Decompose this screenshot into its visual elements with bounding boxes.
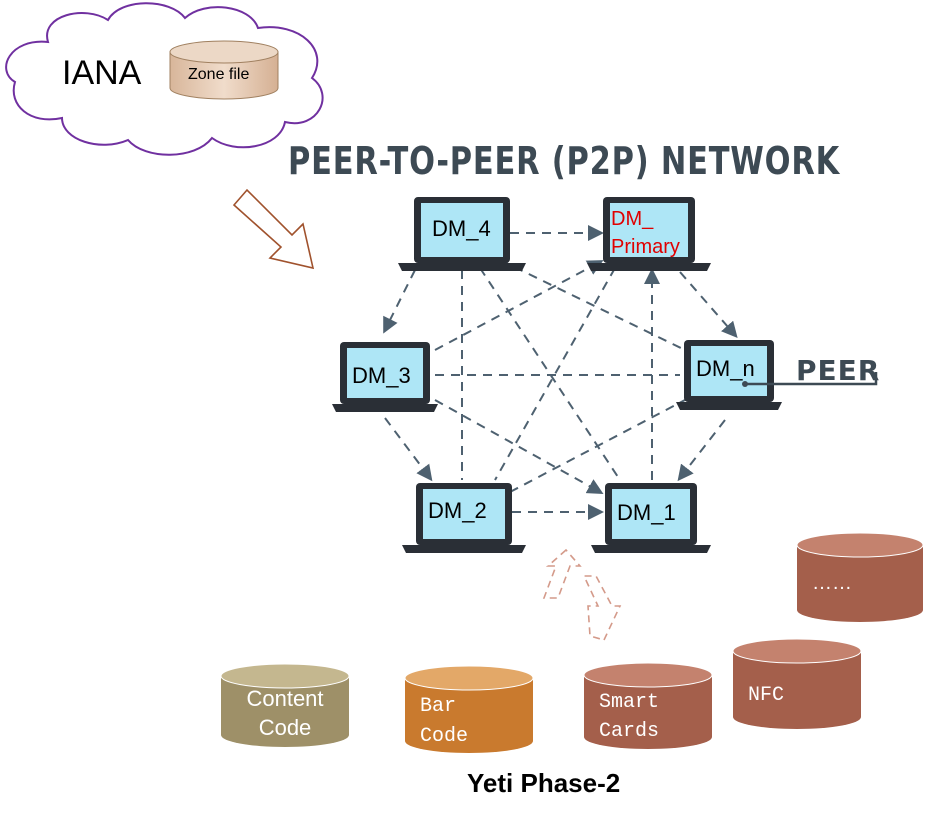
zone-file-label: Zone file xyxy=(188,66,249,83)
dm3-label: DM_3 xyxy=(352,363,411,388)
smart-cards-label-line2: Cards xyxy=(599,720,659,743)
hollow-arrow-icon xyxy=(232,188,315,270)
network-title: PEER-TO-PEER (P2P) NETWORK xyxy=(288,139,840,183)
bar-code-label-line2: Code xyxy=(420,725,468,748)
smart-cards-database: Smart Cards xyxy=(583,662,713,749)
iana-label: IANA xyxy=(62,54,142,92)
p2p-links xyxy=(383,225,738,520)
bar-code-label-line1: Bar xyxy=(420,695,456,718)
more-database: …… xyxy=(796,532,924,622)
caption: Yeti Phase-2 xyxy=(467,768,620,798)
dm1-label: DM_1 xyxy=(617,500,676,525)
zone-file-database: Zone file xyxy=(169,40,279,100)
peer-label: PEER xyxy=(796,354,880,387)
peer-callout: PEER xyxy=(742,354,880,387)
dm4-label: DM_4 xyxy=(432,216,491,241)
nfc-label: NFC xyxy=(748,684,784,707)
dashed-double-arrow-icon xyxy=(542,548,622,641)
bar-code-database: Bar Code xyxy=(404,665,534,753)
more-label: …… xyxy=(812,572,852,594)
smart-cards-label-line1: Smart xyxy=(599,691,659,714)
laptop-dm-n: DM_n xyxy=(676,340,782,410)
iana-cloud: IANA Zone file xyxy=(5,2,324,156)
content-code-label-line1: Content xyxy=(246,686,323,711)
nfc-database: NFC xyxy=(732,638,862,729)
dm-n-label: DM_n xyxy=(696,356,755,381)
dm-primary-label-line1: DM_ xyxy=(611,208,654,230)
content-code-label-line2: Code xyxy=(259,715,312,740)
laptop-dm3: DM_3 xyxy=(332,342,438,412)
laptop-dm1: DM_1 xyxy=(591,483,711,553)
laptop-dm-primary: DM_ Primary xyxy=(587,197,711,271)
laptop-dm2: DM_2 xyxy=(402,483,526,553)
dm2-label: DM_2 xyxy=(428,498,487,523)
content-code-database: Content Code xyxy=(220,663,350,747)
cloud-shape xyxy=(5,2,324,156)
dm-primary-label-line2: Primary xyxy=(611,236,680,258)
laptop-dm4: DM_4 xyxy=(398,197,526,271)
